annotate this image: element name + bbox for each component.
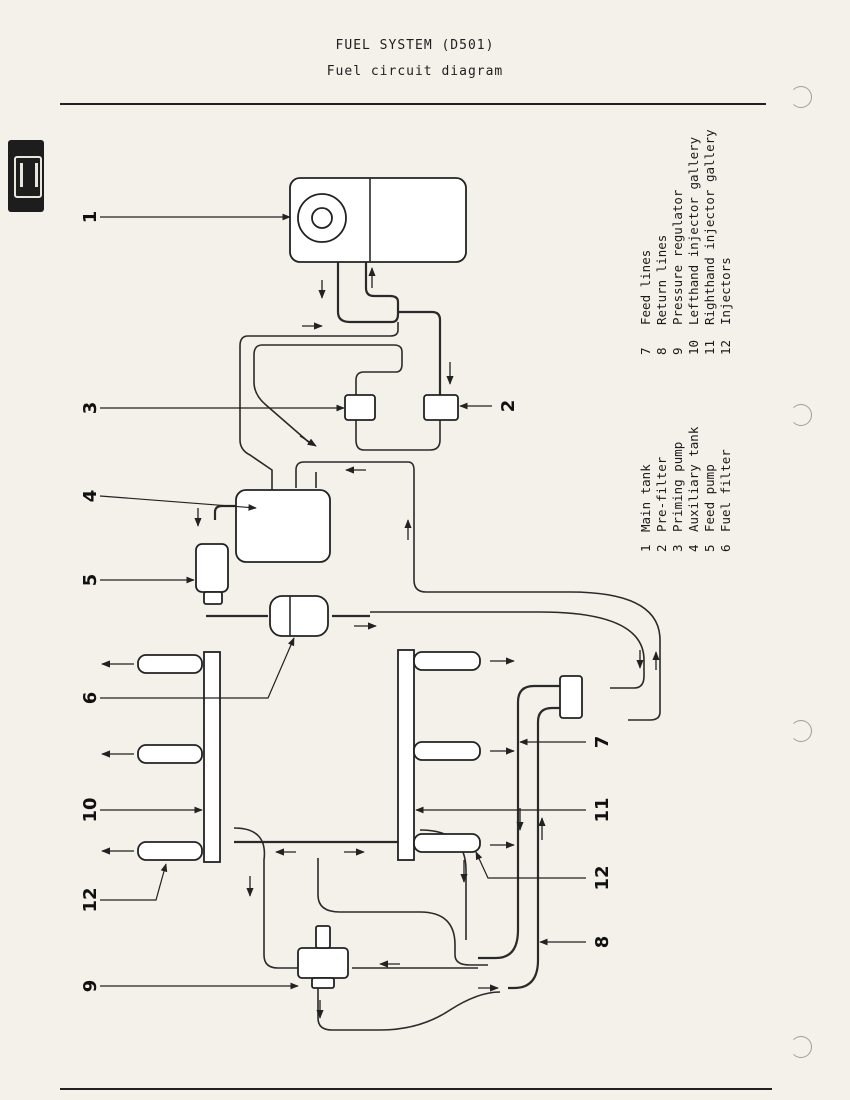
pressure-regulator — [297, 925, 349, 989]
callout-12: 12 — [80, 887, 101, 912]
binder-hole — [790, 404, 812, 426]
callout-8: 8 — [592, 936, 613, 949]
callout-4: 4 — [80, 490, 101, 503]
legend-text-1: Main tank — [638, 464, 653, 532]
pre-filter — [423, 394, 459, 421]
binder-hole — [790, 86, 812, 108]
feed-junction — [559, 675, 583, 719]
binder-hole — [790, 1036, 812, 1058]
legend-num-12: 12 — [718, 340, 733, 355]
legend-num-9: 9 — [670, 347, 685, 355]
legend: 1 Main tank 2 Pre-filter 3 Priming pump … — [638, 129, 733, 552]
legend-text-9: Pressure regulator — [670, 189, 685, 325]
fuel-filter — [269, 595, 329, 637]
legend-num-11: 11 — [702, 340, 717, 355]
callout-5: 5 — [80, 574, 101, 587]
binder-hole — [790, 720, 812, 742]
legend-text-2: Pre-filter — [654, 456, 669, 532]
legend-text-5: Feed pump — [702, 464, 717, 532]
callout-numbers: 1 2 3 4 5 6 7 8 9 10 11 12 12 — [80, 211, 613, 993]
pipe-network — [206, 262, 661, 1031]
legend-text-12: Injectors — [718, 257, 733, 325]
page-title: FUEL SYSTEM (D501) — [335, 38, 495, 53]
legend-text-10: Lefthand injector gallery — [686, 136, 701, 325]
callout-7: 7 — [592, 736, 613, 749]
callout-2: 2 — [498, 400, 519, 413]
legend-num-7: 7 — [638, 347, 653, 355]
legend-text-11: Righthand injector gallery — [702, 129, 717, 325]
footer-rule — [60, 1088, 772, 1090]
legend-text-7: Feed lines — [638, 250, 653, 325]
callout-6: 6 — [80, 692, 101, 705]
righthand-injector-gallery — [397, 649, 415, 861]
callout-9: 9 — [80, 980, 101, 993]
page-subtitle: Fuel circuit diagram — [326, 64, 504, 79]
callout-3: 3 — [80, 402, 101, 415]
callout-10: 10 — [80, 797, 101, 822]
callout-12b: 12 — [592, 865, 613, 890]
header-rule — [60, 103, 766, 105]
section-tab — [8, 140, 44, 212]
legend-num-2: 2 — [654, 544, 669, 552]
legend-num-10: 10 — [686, 340, 701, 355]
legend-num-3: 3 — [670, 544, 685, 552]
legend-text-6: Fuel filter — [718, 449, 733, 532]
feed-pump — [195, 543, 229, 605]
lefthand-injector-gallery — [203, 651, 221, 863]
legend-num-1: 1 — [638, 544, 653, 552]
legend-num-6: 6 — [718, 544, 733, 552]
legend-num-8: 8 — [654, 347, 669, 355]
main-tank — [289, 177, 467, 263]
legend-num-5: 5 — [702, 544, 717, 552]
engine-icon — [14, 156, 42, 198]
legend-text-3: Priming pump — [670, 442, 685, 532]
legend-text-8: Return lines — [654, 235, 669, 325]
callout-1: 1 — [80, 211, 101, 224]
auxiliary-tank — [235, 489, 331, 563]
injectors — [137, 651, 481, 861]
priming-pump — [344, 394, 376, 421]
legend-num-4: 4 — [686, 544, 701, 552]
legend-text-4: Auxiliary tank — [686, 426, 701, 532]
leader-lines — [99, 213, 586, 990]
callout-11: 11 — [592, 797, 613, 822]
flow-arrows — [101, 267, 660, 1019]
